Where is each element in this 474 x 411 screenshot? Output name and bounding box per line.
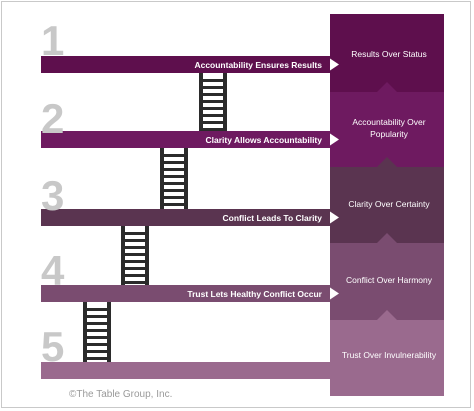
box-label-2-line-2: Popularity bbox=[370, 129, 409, 139]
ladder-rail-right bbox=[223, 73, 227, 131]
level-box-4 bbox=[330, 243, 444, 320]
ladder-rail-left bbox=[160, 148, 164, 209]
ladder-rung bbox=[87, 322, 107, 325]
level-box-2 bbox=[330, 92, 444, 167]
level-bar-2 bbox=[41, 131, 330, 148]
bar-arrow-notch-1 bbox=[330, 58, 339, 71]
level-bar-1 bbox=[41, 56, 330, 73]
box-label-4: Conflict Over Harmony bbox=[346, 275, 433, 285]
ladder-rail-right bbox=[145, 226, 149, 285]
ladder-rung bbox=[87, 350, 107, 353]
ladder-rung bbox=[164, 154, 184, 157]
ladder-rung bbox=[203, 100, 223, 103]
bar-label-3: Conflict Leads To Clarity bbox=[223, 213, 323, 223]
level-number-5: 5 bbox=[41, 323, 64, 370]
ladder-rung bbox=[125, 232, 145, 235]
ladder-rung bbox=[87, 329, 107, 332]
box-label-3: Clarity Over Certainty bbox=[348, 199, 430, 209]
ladder-rung bbox=[87, 336, 107, 339]
level-number-1: 1 bbox=[41, 17, 64, 64]
bar-arrow-notch-4 bbox=[330, 287, 339, 300]
ladder-rung bbox=[87, 308, 107, 311]
level-number-2: 2 bbox=[41, 95, 64, 142]
ladder-rung bbox=[164, 175, 184, 178]
ladder-rung bbox=[203, 121, 223, 124]
level-bar-5 bbox=[41, 362, 330, 379]
level-box-notch-3 bbox=[377, 157, 397, 167]
ladder-rung bbox=[164, 182, 184, 185]
ladder-rung bbox=[125, 253, 145, 256]
ladder-rail-right bbox=[184, 148, 188, 209]
level-number-4: 4 bbox=[41, 247, 65, 294]
level-box-3 bbox=[330, 167, 444, 243]
box-label-5: Trust Over Invulnerability bbox=[342, 350, 437, 360]
ladder-rung bbox=[125, 260, 145, 263]
ladder-rung bbox=[164, 168, 184, 171]
ladder-rung bbox=[87, 357, 107, 360]
bar-arrow-notch-3 bbox=[330, 211, 339, 224]
bar-label-1: Accountability Ensures Results bbox=[194, 60, 322, 70]
bar-label-2: Clarity Allows Accountability bbox=[205, 135, 322, 145]
ladder-rung bbox=[87, 315, 107, 318]
box-label-1: Results Over Status bbox=[351, 49, 427, 59]
level-box-5 bbox=[330, 320, 444, 396]
ladder-rung bbox=[87, 343, 107, 346]
bar-label-4: Trust Lets Healthy Conflict Occur bbox=[187, 289, 322, 299]
level-bar-3 bbox=[41, 209, 330, 226]
ladder-rung bbox=[203, 86, 223, 89]
ladder-rail-right bbox=[107, 302, 111, 362]
ladder-rail-left bbox=[83, 302, 87, 362]
ladder-rung bbox=[164, 161, 184, 164]
ladder-rung bbox=[203, 114, 223, 117]
ladder-rung bbox=[125, 239, 145, 242]
ladder-rung bbox=[125, 267, 145, 270]
ladder-rung bbox=[203, 107, 223, 110]
ladder-rung bbox=[164, 189, 184, 192]
ladder-rung bbox=[125, 281, 145, 284]
level-box-notch-4 bbox=[377, 233, 397, 243]
ladder-rail-left bbox=[121, 226, 125, 285]
box-label-2-line-1: Accountability Over bbox=[352, 117, 425, 127]
ladder-rung bbox=[164, 203, 184, 206]
level-bar-4 bbox=[41, 285, 330, 302]
ladder-rung bbox=[203, 93, 223, 96]
level-box-1 bbox=[330, 14, 444, 92]
level-box-notch-5 bbox=[377, 310, 397, 320]
ladder-rung bbox=[125, 246, 145, 249]
ladder-rail-left bbox=[199, 73, 203, 131]
ladder-rung bbox=[203, 128, 223, 131]
ladder-rung bbox=[164, 196, 184, 199]
ladder-rung bbox=[203, 79, 223, 82]
bar-arrow-notch-2 bbox=[330, 133, 339, 146]
level-number-3: 3 bbox=[41, 172, 64, 219]
level-box-notch-2 bbox=[377, 82, 397, 92]
copyright-text: ©The Table Group, Inc. bbox=[69, 389, 173, 400]
ladder-rung bbox=[125, 274, 145, 277]
